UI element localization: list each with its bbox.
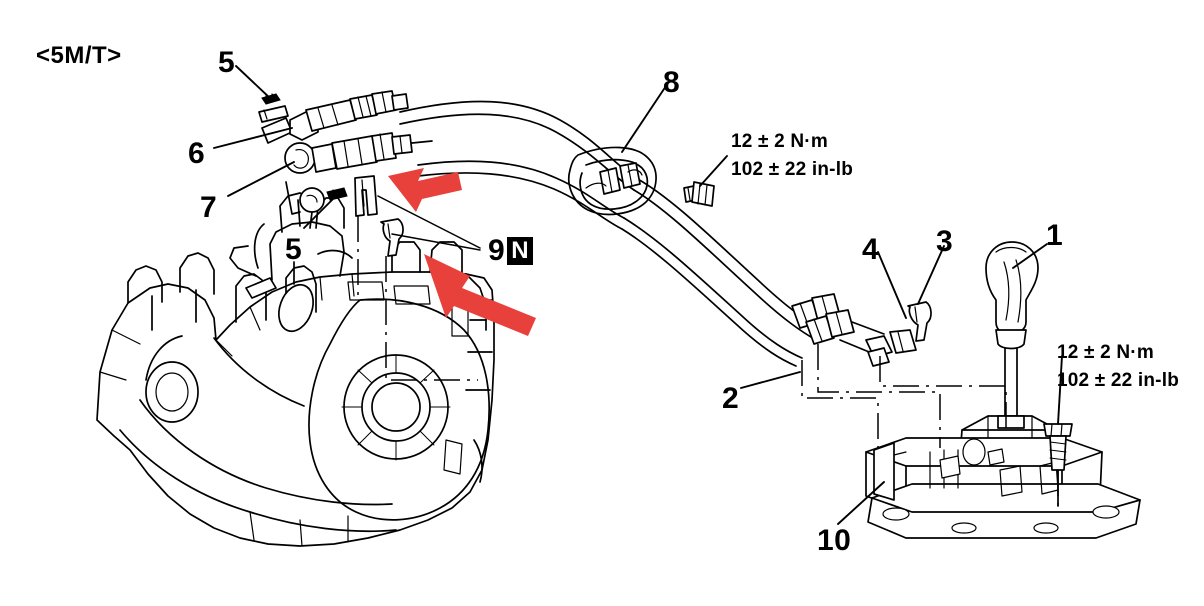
cable-ends-at-lever	[791, 293, 932, 367]
torque-metric-value: 12 ± 2 N·m	[1057, 342, 1154, 363]
new-part-badge: N	[507, 237, 534, 265]
cable-end-fittings-upper	[258, 90, 433, 215]
cable-bracket-grommet	[568, 146, 715, 216]
annotation-arrow-lower	[424, 254, 536, 336]
callout-leader-lines	[213, 65, 1063, 525]
callout-7: 7	[200, 191, 218, 224]
torque-metric-value: 12 ± 2 N·m	[731, 131, 828, 152]
torque-imperial-value: 102 ± 22 in-lb	[1057, 369, 1179, 391]
callout-9-number: 9	[488, 234, 506, 267]
diagram-title: <5M/T>	[36, 42, 122, 69]
selector-tower	[229, 192, 353, 333]
transaxle-housing-illustration	[96, 192, 495, 547]
callout-6: 6	[188, 137, 206, 170]
retaining-clips-9	[354, 175, 404, 257]
callout-4: 4	[862, 233, 880, 266]
callout-1: 1	[1046, 219, 1064, 252]
annotation-arrow-upper	[388, 168, 462, 212]
annotation-arrows	[388, 168, 536, 336]
torque-spec-cable-bracket: 12 ± 2 N·m 102 ± 22 in-lb	[731, 128, 853, 183]
torque-imperial-value: 102 ± 22 in-lb	[731, 158, 853, 180]
callout-2: 2	[722, 382, 740, 415]
shift-lever-assembly	[865, 241, 1141, 539]
callout-8: 8	[663, 66, 681, 99]
callout-3: 3	[936, 225, 954, 258]
callout-10: 10	[817, 524, 852, 557]
callout-5-upper: 5	[218, 46, 236, 79]
torque-spec-shift-lever: 12 ± 2 N·m 102 ± 22 in-lb	[1057, 339, 1179, 394]
callout-5-lower: 5	[285, 233, 303, 266]
